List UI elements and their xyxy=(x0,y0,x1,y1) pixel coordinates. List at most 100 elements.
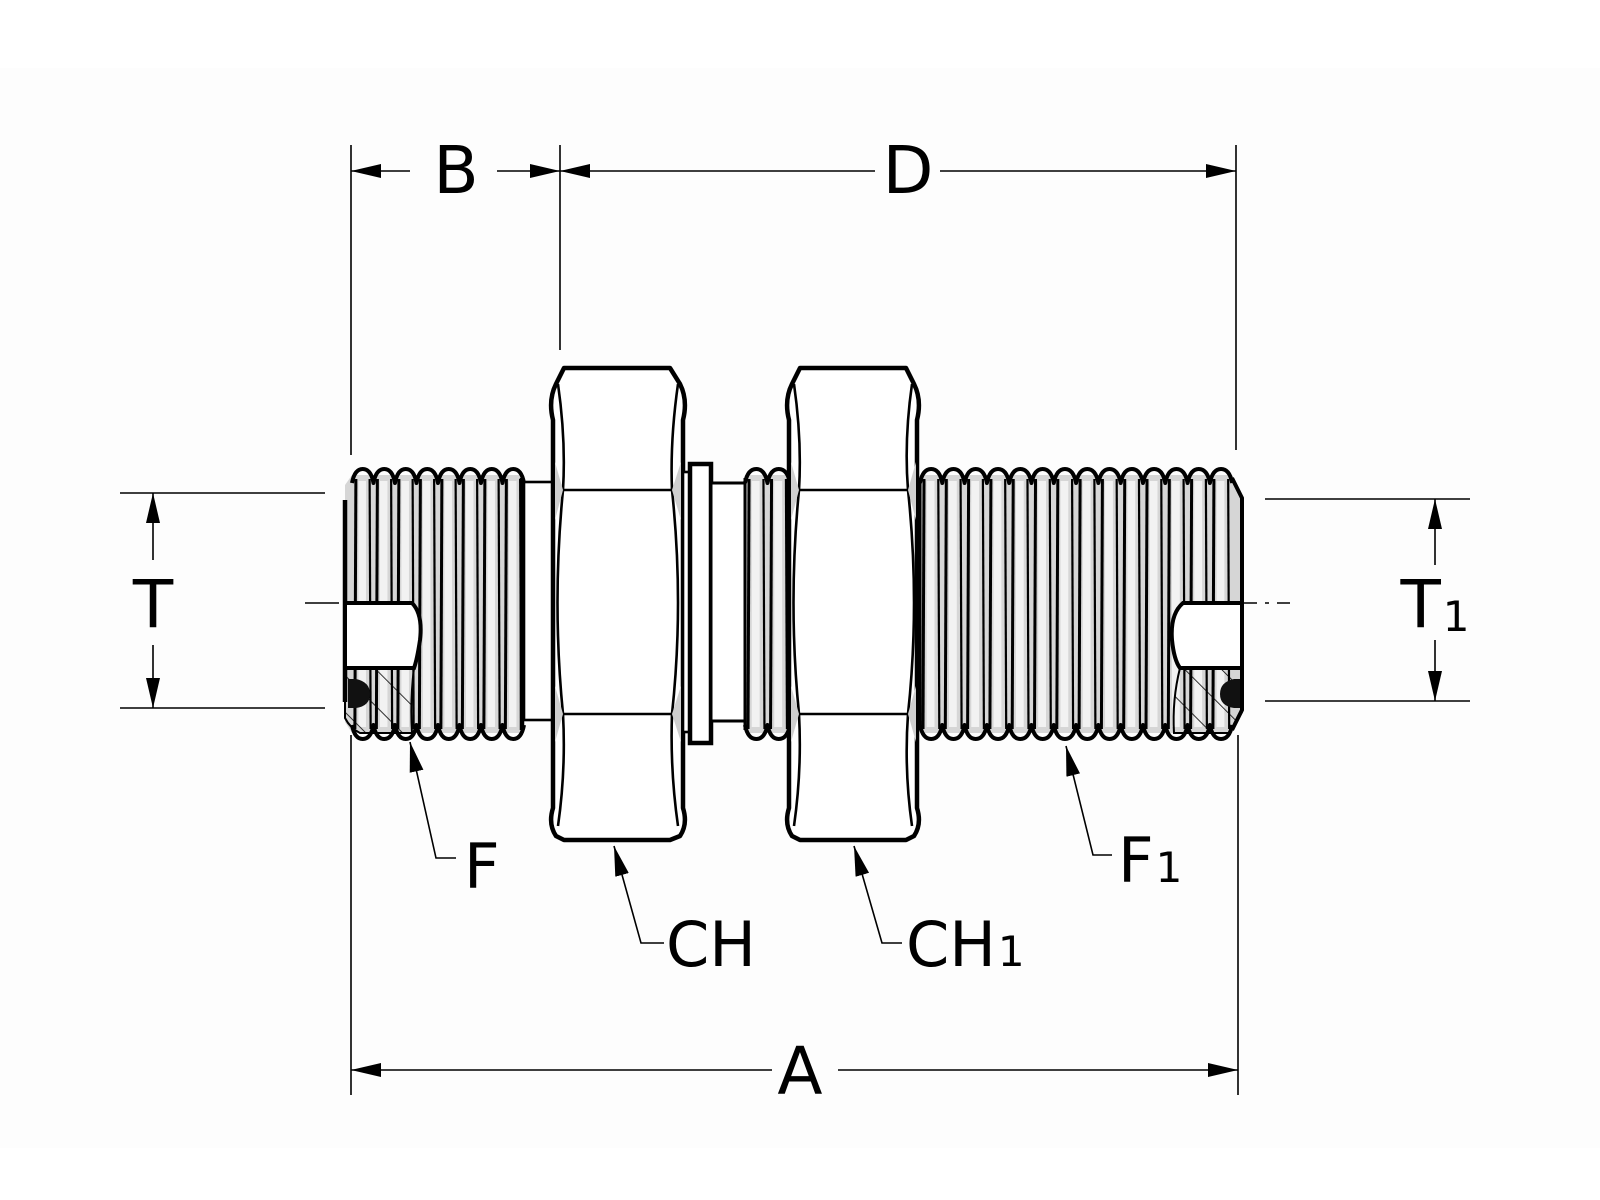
left-nut-shade-ur xyxy=(672,462,681,520)
right-nut-chamfer-left xyxy=(792,383,802,827)
thread-ridge-line xyxy=(1144,478,1149,730)
dimension-D: D xyxy=(560,132,1236,209)
callout-F-label: F xyxy=(464,830,500,903)
dim-B-label: B xyxy=(433,132,478,209)
callout-F1-label: F1 xyxy=(1118,824,1182,897)
middle-thread-crest-top xyxy=(743,467,792,485)
thread-highlight xyxy=(1082,481,1091,727)
thread-ridge-line xyxy=(1026,478,1030,730)
thread-highlight xyxy=(993,481,1002,727)
dimension-T: T xyxy=(132,493,174,708)
thread-ridge-line xyxy=(497,478,501,730)
thread-highlight xyxy=(1171,481,1180,727)
thread-highlight xyxy=(1127,481,1136,727)
thread-ridge-line xyxy=(1122,478,1127,730)
right-threaded-end xyxy=(918,467,1244,741)
thread-highlight xyxy=(1060,481,1069,727)
left-o-ring-seal xyxy=(348,679,370,708)
callout-CH1: CH1 xyxy=(853,845,1025,981)
thread-highlight xyxy=(422,481,431,727)
thread-highlight xyxy=(774,481,783,727)
right-hex-nut xyxy=(784,365,922,843)
middle-thread xyxy=(743,467,792,741)
thread-ridge-line xyxy=(1099,478,1104,730)
thread-ridge-line xyxy=(1093,478,1097,730)
thread-highlight xyxy=(508,481,517,727)
left-nut-outline xyxy=(548,365,688,843)
washer xyxy=(687,461,714,746)
left-nut-chamfer-left xyxy=(556,383,566,827)
right-nut-chamfer-right xyxy=(905,383,916,827)
dimension-T1: T1 xyxy=(1399,499,1470,701)
body-shank xyxy=(709,481,747,723)
thread-ridge-line xyxy=(460,478,465,730)
thread-highlight xyxy=(487,481,495,727)
thread-ridge-line xyxy=(937,478,941,730)
thread-ridge-line xyxy=(762,478,766,730)
thread-ridge-line xyxy=(439,478,444,730)
thread-ridge-line xyxy=(959,478,963,730)
thread-ridge-line xyxy=(746,478,751,730)
callout-CH1-label: CH1 xyxy=(906,908,1025,981)
washer-and-body xyxy=(681,461,747,746)
thread-ridge-line xyxy=(1055,478,1060,730)
middle-thread-ridges xyxy=(746,478,789,730)
leader-F xyxy=(409,741,456,859)
callout-F1: F1 xyxy=(1065,745,1182,897)
dimension-B: B xyxy=(351,132,560,209)
left-bore-section xyxy=(343,601,423,670)
middle-thread-crest-bottom xyxy=(743,723,792,741)
callout-CH1-letters: CH xyxy=(906,908,996,981)
thread-ridge-line xyxy=(1048,478,1052,730)
leader-F1 xyxy=(1065,745,1112,856)
thread-ridge-line xyxy=(1004,478,1008,730)
thread-ridge-line xyxy=(503,478,508,730)
callout-CH-label: CH xyxy=(666,908,756,981)
dim-A-label: A xyxy=(777,1033,822,1110)
thread-ridge-line xyxy=(1070,478,1075,730)
thread-highlight xyxy=(1038,481,1046,727)
leader-CH1 xyxy=(853,845,902,944)
thread-ridge-line xyxy=(433,478,437,730)
right-bore-section xyxy=(1169,601,1244,670)
callout-F: F xyxy=(409,741,500,903)
right-thread-crest-top xyxy=(918,467,1235,485)
dim-T-label: T xyxy=(132,566,174,643)
thread-ridge-line xyxy=(966,478,971,730)
thread-ridge-line xyxy=(981,478,985,730)
thread-ridge-line xyxy=(1033,478,1038,730)
right-nut-outline xyxy=(784,365,922,843)
callout-F1-subscript: 1 xyxy=(1156,843,1183,892)
thread-highlight xyxy=(1149,481,1158,727)
thread-ridge-line xyxy=(1010,478,1015,730)
thread-ridge-line xyxy=(417,478,422,730)
thread-ridge-line xyxy=(988,478,993,730)
dim-D-label: D xyxy=(883,132,934,209)
right-nut-shade-ur xyxy=(908,462,916,520)
thread-highlight xyxy=(971,481,980,727)
left-hex-nut xyxy=(548,365,688,843)
thread-highlight xyxy=(444,481,452,727)
dimension-A: A xyxy=(351,1033,1238,1110)
thread-ridge-line xyxy=(1077,478,1082,730)
callout-CH1-subscript: 1 xyxy=(998,927,1025,976)
thread-highlight xyxy=(465,481,474,727)
thread-highlight xyxy=(1105,481,1113,727)
thread-ridge-line xyxy=(454,478,458,730)
thread-ridge-line xyxy=(1115,478,1119,730)
left-thread-crest-bottom xyxy=(350,723,526,741)
left-nut-chamfer-right xyxy=(670,383,680,827)
callout-F1-letter: F xyxy=(1118,824,1154,897)
right-o-ring-seal xyxy=(1220,679,1240,708)
dim-T1-label: T1 xyxy=(1399,566,1469,643)
thread-ridge-line xyxy=(943,478,948,730)
thread-ridge-line xyxy=(1166,478,1171,730)
right-thread-crest-bottom xyxy=(918,723,1235,741)
right-nut-shade-lr xyxy=(908,686,916,742)
right-nut-shade-ul xyxy=(791,462,799,520)
thread-ridge-line xyxy=(482,478,487,730)
left-thread-crest-top xyxy=(350,467,526,485)
left-threaded-end xyxy=(342,467,526,741)
callout-CH: CH xyxy=(613,845,756,981)
